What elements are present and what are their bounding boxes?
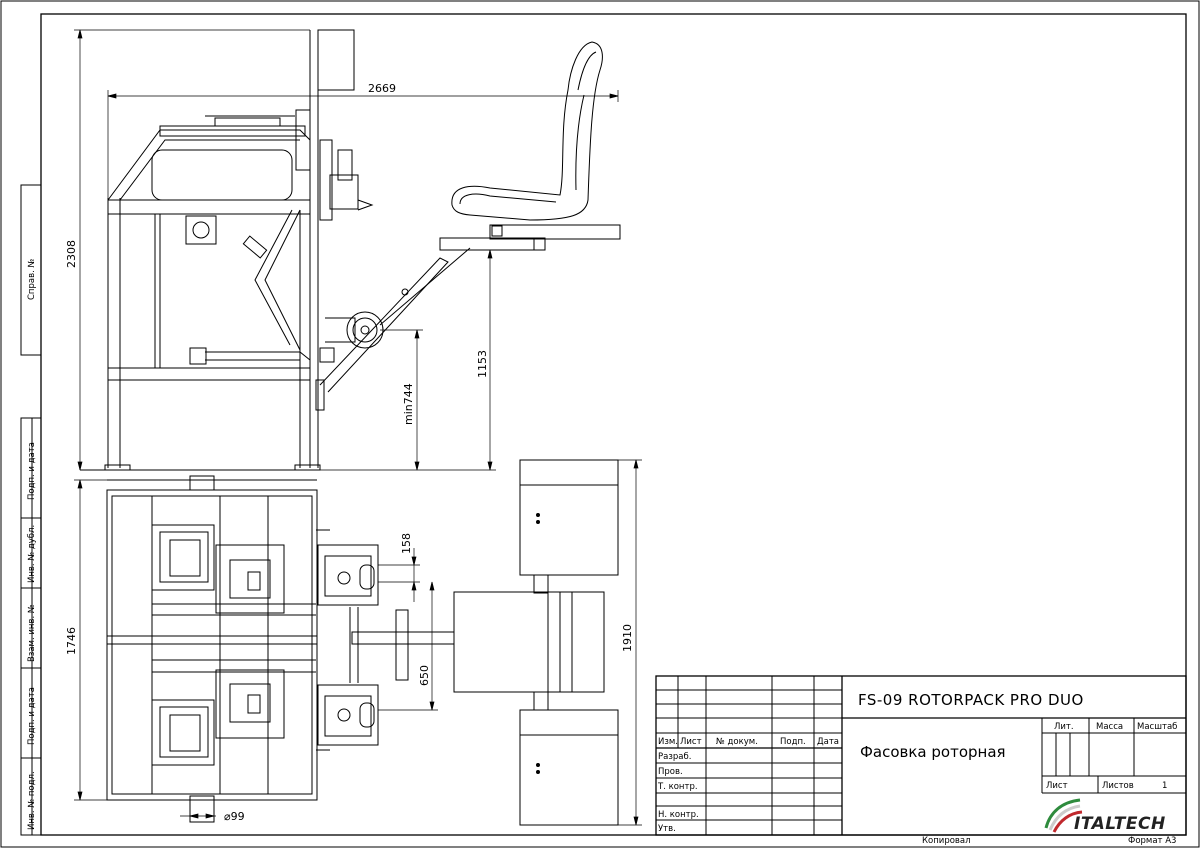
- role-nkontr: Н. контр.: [658, 810, 699, 820]
- label-lit: Лит.: [1054, 722, 1074, 732]
- drawing-subtitle: Фасовка роторная: [860, 743, 1006, 761]
- side-elevation-view: [80, 29, 621, 471]
- stamp-podp-data-1: Подп. и дата: [27, 442, 37, 500]
- label-listov: Листов: [1102, 781, 1134, 791]
- logo-text: ITALTECH: [1074, 814, 1166, 834]
- header-data: Дата: [817, 737, 839, 747]
- label-massa: Масса: [1096, 722, 1123, 732]
- header-list: Лист: [680, 737, 702, 747]
- header-podp: Подп.: [780, 737, 806, 747]
- italtech-logo: ITALTECH: [1044, 798, 1166, 834]
- dim-width-total: 2669: [368, 82, 396, 95]
- label-format: Формат А3: [1128, 836, 1176, 846]
- plan-view: [106, 459, 619, 826]
- role-razrab: Разраб.: [658, 752, 691, 762]
- header-doc: № докум.: [716, 737, 758, 747]
- plan-dimension-lines: [74, 459, 642, 826]
- elevation-dimension-lines: [74, 29, 619, 471]
- dim-step-height: 1153: [476, 350, 489, 378]
- drawing-frame: [40, 13, 1187, 836]
- dim-plan-depth: 1746: [65, 627, 78, 655]
- stamp-vzam-inv: Взам. инв. №: [27, 604, 37, 662]
- title-block: [655, 675, 1187, 836]
- dim-gap-mid: 650: [418, 665, 431, 686]
- role-prov: Пров.: [658, 767, 683, 777]
- dim-pipe-diameter: ⌀99: [224, 810, 245, 823]
- label-masshtab: Масштаб: [1137, 722, 1177, 732]
- label-kopiroval: Копировал: [922, 836, 971, 846]
- role-tkontr: Т. контр.: [657, 782, 698, 792]
- dim-plan-depth-right: 1910: [621, 624, 634, 652]
- stamp-inv-podl: Инв. № подл.: [27, 771, 37, 830]
- role-utv: Утв.: [658, 824, 676, 834]
- stamp-podp-data-2: Подп. и дата: [27, 687, 37, 745]
- value-listov: 1: [1162, 781, 1167, 791]
- label-list: Лист: [1046, 781, 1068, 791]
- dim-gap-top: 158: [400, 533, 413, 554]
- drawing-title: FS-09 ROTORPACK PRO DUO: [858, 691, 1084, 709]
- dim-height-total: 2308: [65, 240, 78, 268]
- dim-min-height: min744: [402, 383, 415, 425]
- stamp-inv-dubl: Инв. № дубл.: [27, 525, 37, 583]
- side-stamp-strip: [20, 184, 42, 836]
- stamp-sprav: Справ. №: [27, 258, 37, 300]
- header-izm: Изм.: [658, 737, 678, 747]
